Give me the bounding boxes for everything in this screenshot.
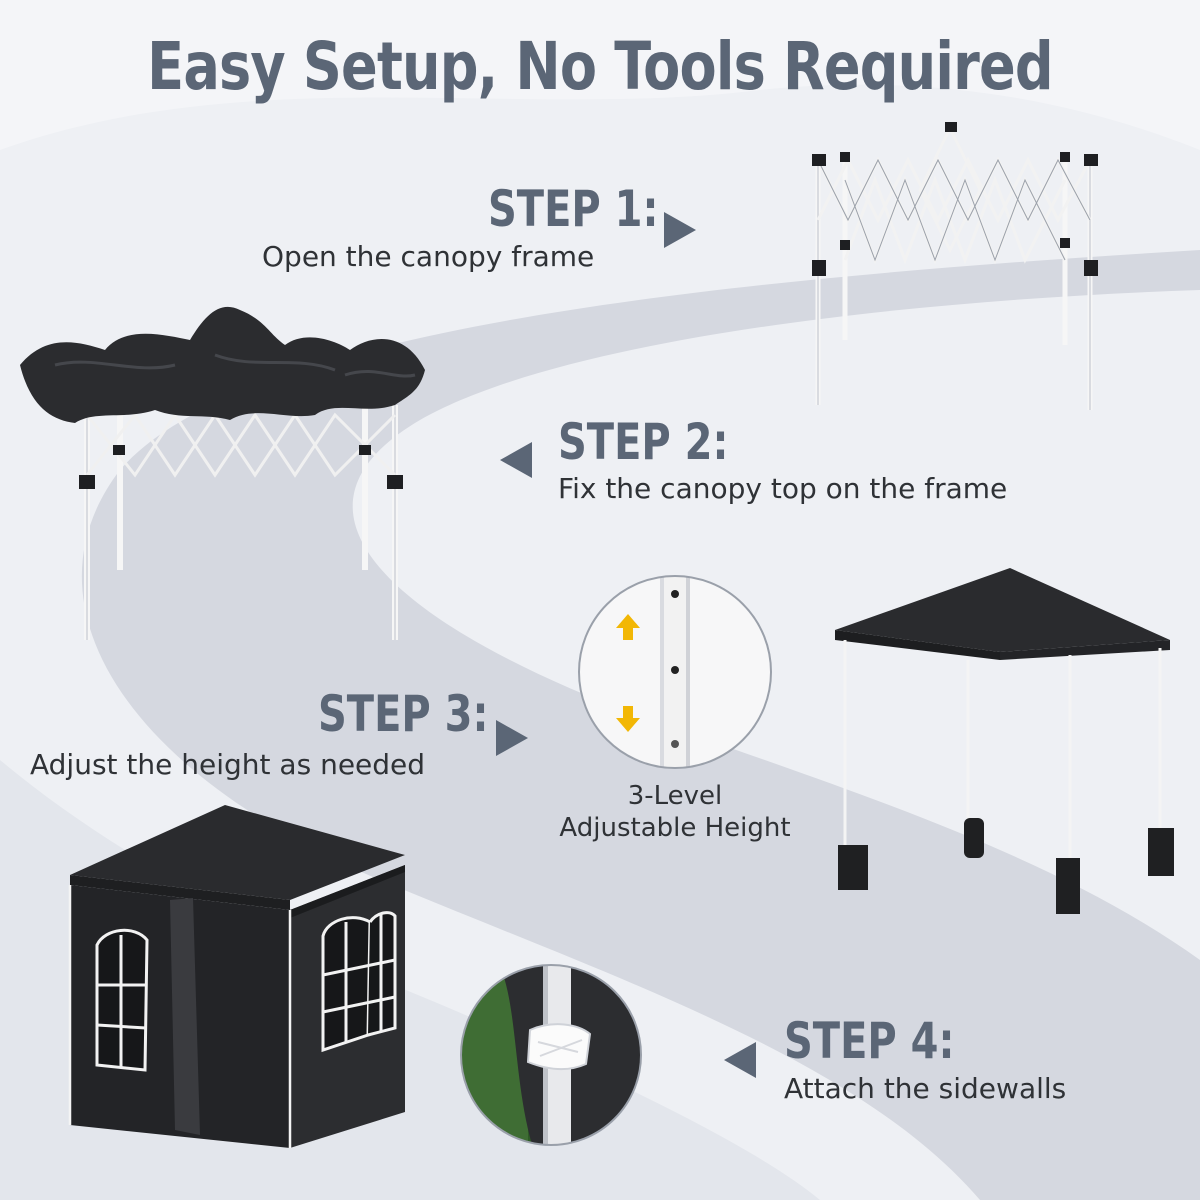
sidewall-strap-zoom bbox=[460, 964, 642, 1146]
height-caption: 3-Level Adjustable Height bbox=[520, 780, 830, 844]
step-1-title: STEP 1: bbox=[488, 180, 659, 238]
step-4-title: STEP 4: bbox=[784, 1012, 955, 1070]
arrow-down-icon bbox=[616, 706, 640, 732]
height-adjust-zoom bbox=[578, 575, 772, 769]
canopy-draped-image bbox=[20, 306, 425, 640]
arrow-up-icon bbox=[616, 614, 640, 640]
canopy-frame-image bbox=[812, 122, 1098, 410]
triangle-right-icon bbox=[664, 212, 696, 248]
triangle-left-icon bbox=[500, 442, 532, 478]
page-title: Easy Setup, No Tools Required bbox=[147, 28, 1053, 105]
height-caption-line-1: 3-Level bbox=[627, 781, 723, 811]
step-3-description: Adjust the height as needed bbox=[30, 748, 426, 781]
step-3-title: STEP 3: bbox=[318, 685, 489, 743]
canopy-with-weights-image bbox=[835, 568, 1174, 914]
step-1-description: Open the canopy frame bbox=[262, 240, 595, 273]
step-4-description: Attach the sidewalls bbox=[784, 1072, 1067, 1105]
step-2-title: STEP 2: bbox=[558, 413, 729, 471]
triangle-right-icon bbox=[496, 720, 528, 756]
step-2-description: Fix the canopy top on the frame bbox=[558, 472, 1008, 505]
height-caption-line-2: Adjustable Height bbox=[559, 813, 791, 843]
enclosed-tent-image bbox=[68, 805, 405, 1148]
triangle-left-icon bbox=[724, 1042, 756, 1078]
